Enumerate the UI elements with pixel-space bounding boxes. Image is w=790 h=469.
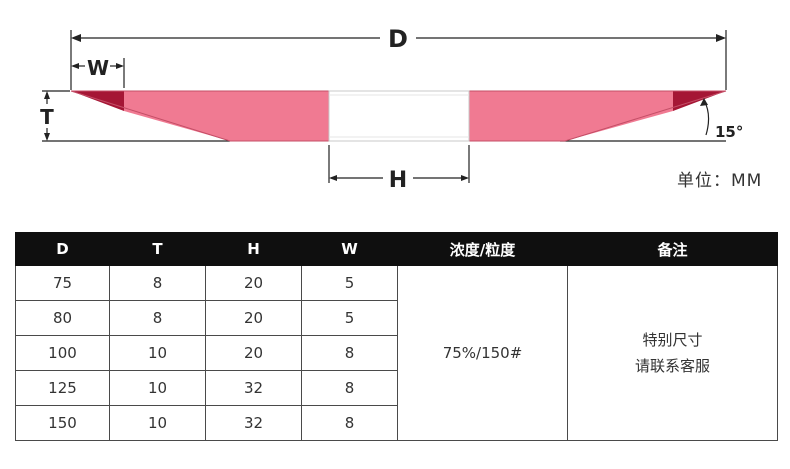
label-w: W bbox=[87, 56, 109, 80]
cell-d: 75 bbox=[15, 265, 110, 301]
cell-w: 5 bbox=[301, 300, 398, 336]
cell-h: 32 bbox=[205, 405, 302, 441]
angle-annotation: 15° bbox=[700, 98, 743, 141]
wheel-left-rim bbox=[71, 91, 124, 111]
dimension-d: D bbox=[71, 25, 726, 53]
cell-h: 32 bbox=[205, 370, 302, 406]
cell-t: 10 bbox=[109, 370, 206, 406]
extension-lines bbox=[42, 30, 727, 183]
dimension-t: T bbox=[40, 91, 54, 141]
header-h: H bbox=[205, 232, 302, 266]
header-remark: 备注 bbox=[567, 232, 778, 266]
remark-line-1: 特别尺寸 bbox=[642, 331, 703, 349]
cell-h: 20 bbox=[205, 335, 302, 371]
label-t: T bbox=[40, 105, 54, 129]
table-row: 125 10 32 8 bbox=[15, 370, 778, 406]
cell-h: 20 bbox=[205, 265, 302, 301]
cell-h: 20 bbox=[205, 300, 302, 336]
cell-t: 10 bbox=[109, 335, 206, 371]
cell-d: 125 bbox=[15, 370, 110, 406]
wheel-dimension-diagram: D W T 15° H bbox=[40, 25, 743, 193]
label-h: H bbox=[389, 168, 407, 193]
cell-d: 80 bbox=[15, 300, 110, 336]
angle-label: 15° bbox=[715, 123, 743, 141]
cell-w: 8 bbox=[301, 405, 398, 441]
remark-line-2: 请联系客服 bbox=[634, 357, 710, 375]
label-d: D bbox=[388, 25, 408, 53]
table-row: 150 10 32 8 bbox=[15, 405, 778, 441]
cell-t: 8 bbox=[109, 300, 206, 336]
header-d: D bbox=[15, 232, 110, 266]
wheel-right-rim bbox=[673, 91, 726, 111]
cell-w: 8 bbox=[301, 370, 398, 406]
wheel-body bbox=[70, 90, 727, 142]
cell-d: 100 bbox=[15, 335, 110, 371]
header-w: W bbox=[301, 232, 398, 266]
cell-w: 8 bbox=[301, 335, 398, 371]
header-concentration: 浓度/粒度 bbox=[397, 232, 568, 266]
wheel-right-body bbox=[469, 91, 673, 141]
cell-t: 8 bbox=[109, 265, 206, 301]
table-row: 75 8 20 5 75%/150# 特别尺寸 请联系客服 bbox=[15, 265, 778, 441]
wheel-left-body bbox=[124, 91, 329, 141]
dimension-h: H bbox=[329, 168, 469, 193]
spec-table: D T H W 浓度/粒度 备注 75 8 20 5 75%/150# 特别尺寸… bbox=[15, 232, 778, 441]
unit-label: 单位：MM bbox=[677, 171, 763, 191]
cell-d: 150 bbox=[15, 405, 110, 441]
bore-hole bbox=[328, 90, 470, 142]
table-header-row: D T H W 浓度/粒度 备注 bbox=[15, 232, 778, 266]
remark-cell: 特别尺寸 请联系客服 bbox=[567, 265, 778, 441]
cell-w: 5 bbox=[301, 265, 398, 301]
cell-t: 10 bbox=[109, 405, 206, 441]
header-t: T bbox=[109, 232, 206, 266]
dimension-w: W bbox=[71, 56, 124, 80]
concentration-cell: 75%/150# bbox=[397, 265, 568, 441]
table-row: 100 10 20 8 bbox=[15, 335, 778, 371]
